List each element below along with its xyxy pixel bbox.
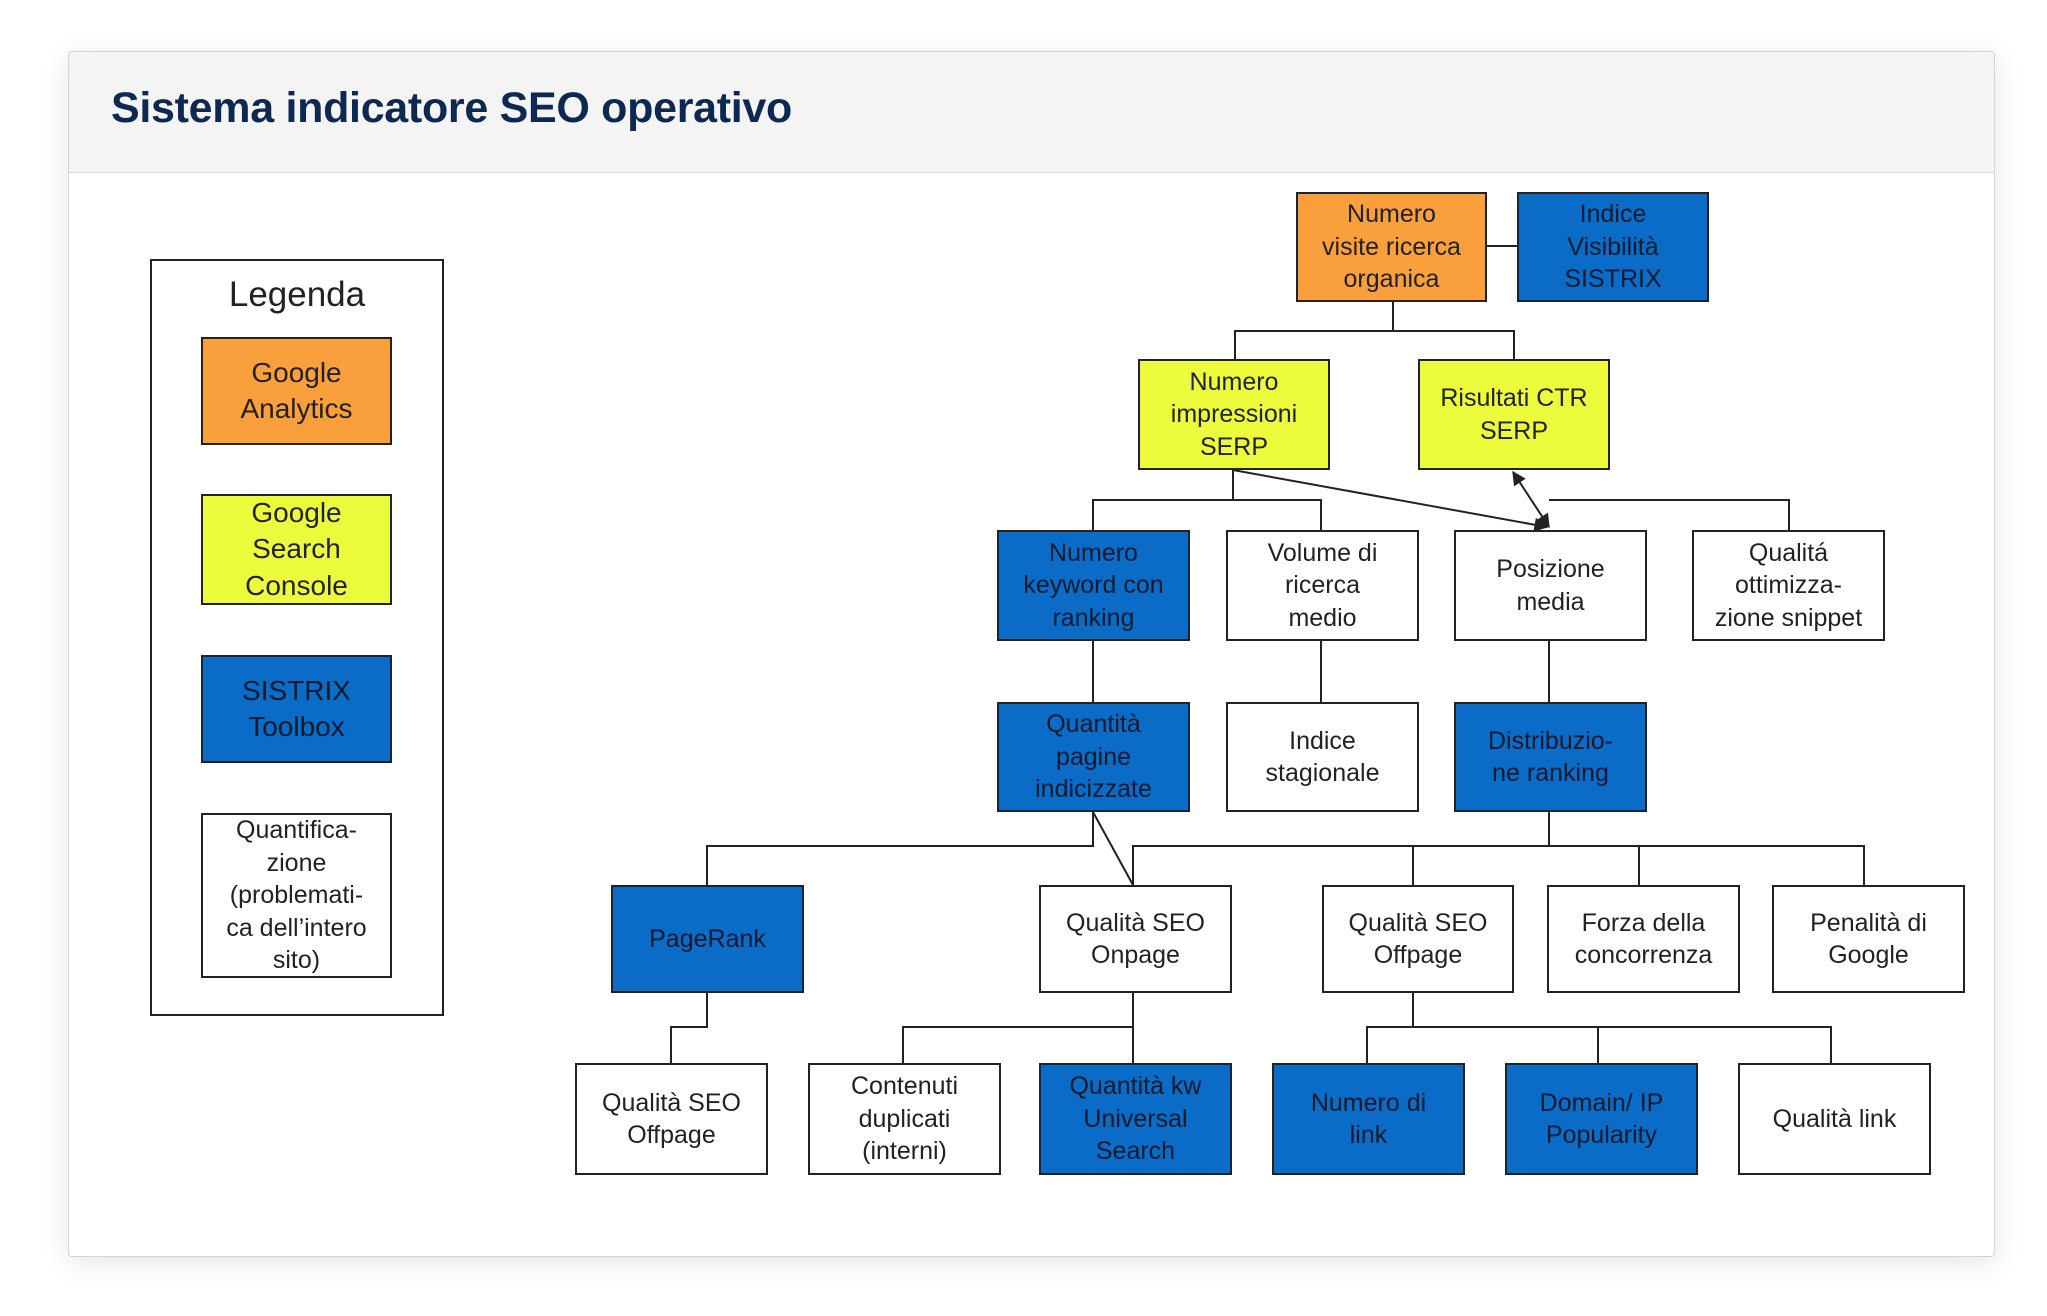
node-qualita-offpage-pagerank: Qualità SEO Offpage: [575, 1063, 768, 1175]
page-title: Sistema indicatore SEO operativo: [111, 84, 793, 132]
node-forza-concorrenza: Forza della concorrenza: [1547, 885, 1740, 993]
connector-offpage-qualitalink: [1413, 1026, 1832, 1063]
connector-onpage-duplicati: [902, 992, 1134, 1063]
connector-visite-impressioni: [1234, 301, 1394, 359]
card-header: Sistema indicatore SEO operativo: [69, 52, 1994, 173]
node-qualita-snippet: Qualitá ottimizza- zione snippet: [1692, 530, 1885, 641]
node-volume-ricerca: Volume di ricerca medio: [1226, 530, 1419, 641]
connector-posizione-ctr: [1512, 470, 1550, 529]
node-contenuti-duplicati: Contenuti duplicati (interni): [808, 1063, 1001, 1175]
connector-impressioni-posizione: [1232, 469, 1549, 532]
node-posizione-media: Posizione media: [1454, 530, 1647, 641]
connector-distribuzione-onpage: [1132, 812, 1550, 885]
node-indice-stagionale: Indice stagionale: [1226, 702, 1419, 812]
connector-ctr-snippet: [1553, 499, 1790, 530]
node-distribuzione-ranking: Distribuzio- ne ranking: [1454, 702, 1647, 812]
connector-pagerank-offpage2: [670, 992, 708, 1063]
legend-item-quantificazione: Quantifica- zione (problemati- ca dell’i…: [201, 813, 392, 978]
connector-impressioni-volume: [1233, 499, 1322, 530]
legend-item-google-analytics: Google Analytics: [201, 337, 392, 445]
node-indice-visibilita: Indice Visibilità SISTRIX: [1517, 192, 1709, 302]
legend-title: Legenda: [228, 275, 366, 314]
connector-impressioni-keyword: [1092, 470, 1234, 530]
node-domain-ip-popularity: Domain/ IP Popularity: [1505, 1063, 1698, 1175]
node-qualita-onpage: Qualità SEO Onpage: [1039, 885, 1232, 993]
node-numero-keyword: Numero keyword con ranking: [997, 530, 1190, 641]
connector-visite-ctr: [1393, 330, 1515, 359]
node-qualita-link: Qualità link: [1738, 1063, 1931, 1175]
connector-pagine-pagerank: [706, 812, 1094, 885]
connector-pagine-onpage: [1092, 811, 1134, 886]
legend-item-google-search-console: Google Search Console: [201, 494, 392, 605]
connector-distribuzione-penalita: [1549, 845, 1865, 885]
node-numero-visite: Numero visite ricerca organica: [1296, 192, 1487, 302]
node-qualita-offpage: Qualità SEO Offpage: [1322, 885, 1514, 993]
legend-item-sistrix-toolbox: SISTRIX Toolbox: [201, 655, 392, 763]
node-pagerank: PageRank: [611, 885, 804, 993]
node-penalita-google: Penalità di Google: [1772, 885, 1965, 993]
node-numero-impressioni: Numero impressioni SERP: [1138, 359, 1330, 470]
node-numero-link: Numero di link: [1272, 1063, 1465, 1175]
connector-offpage-link: [1366, 992, 1414, 1063]
node-quantita-universal-search: Quantità kw Universal Search: [1039, 1063, 1232, 1175]
node-quantita-pagine: Quantità pagine indicizzate: [997, 702, 1190, 812]
node-risultati-ctr: Risultati CTR SERP: [1418, 359, 1610, 470]
